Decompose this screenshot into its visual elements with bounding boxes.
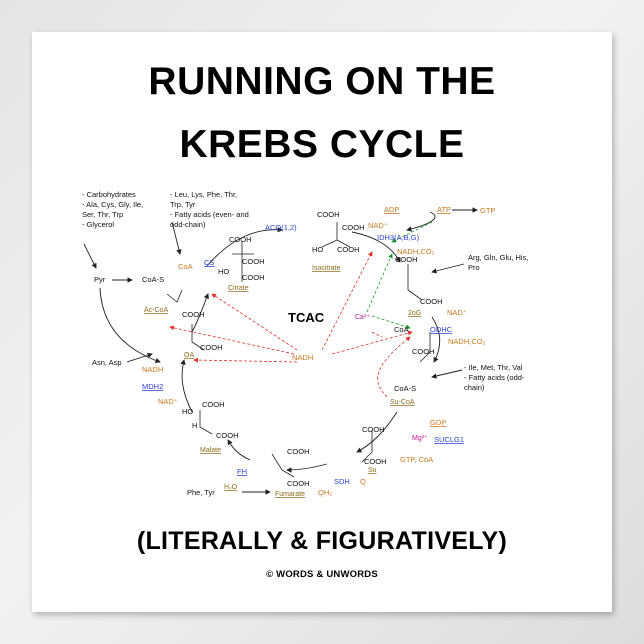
input-carbs-line-1: - Carbohydrates: [82, 190, 136, 199]
chem-cooh-isocitrate-3: COOH: [337, 245, 360, 254]
chem-cooh-sucoa: COOH: [412, 347, 435, 356]
cofactor-adp: ADP: [384, 205, 399, 214]
input-phe-tyr: Phe, Tyr: [187, 488, 215, 497]
arrow-oa-citrate: [191, 293, 209, 333]
cofactor-h2o: H₂O: [224, 484, 238, 491]
input-ile-line-3: chain): [464, 383, 485, 392]
cofactor-calcium: Ca²⁺: [355, 314, 370, 321]
cofactor-nad-idh: NAD⁺: [368, 221, 388, 230]
chem-cooh-su-1: COOH: [362, 425, 385, 434]
input-amino-line-1: - Leu, Lys, Phe, Thr,: [170, 190, 237, 199]
chem-ho-malate: HO: [182, 407, 193, 416]
cofactor-nadh-center: NADH: [292, 353, 313, 362]
chem-cooh-fumarate-2: COOH: [287, 479, 310, 488]
chem-h-malate: H: [192, 421, 197, 430]
enzyme-fh: FH: [237, 467, 247, 476]
metabolite-succinate: Su: [368, 467, 377, 474]
chem-cooh-malate-1: COOH: [202, 400, 225, 409]
chem-cooh-citrate-3: COOH: [242, 273, 265, 282]
cycle-arrows: [83, 207, 478, 495]
chem-cooh-malate-2: COOH: [216, 431, 239, 440]
arrow-sucoa-su: [356, 411, 398, 453]
cofactor-nad-odhc: NAD⁺: [447, 308, 467, 317]
krebs-cycle-diagram: - Carbohydrates - Ala, Cys, Gly, Ile, Se…: [82, 190, 528, 498]
copyright-credit: © WORDS & UNWORDS: [266, 569, 378, 580]
cofactor-coa-odhc: CoA: [394, 325, 409, 334]
metabolite-isocitrate: Isocitrate: [312, 265, 341, 272]
input-amino-line-4: odd-chain): [170, 220, 206, 229]
metabolite-acetyl-coa: Ac-CoA: [144, 307, 168, 314]
cofactor-qh2: QH₂: [318, 488, 332, 497]
calcium-activation-arrows: [366, 221, 433, 330]
chem-cooh-citrate-1: COOH: [229, 235, 252, 244]
poster-subtitle: (LITERALLY & FIGURATIVELY): [136, 527, 508, 555]
input-asn-asp: Asn, Asp: [92, 358, 122, 367]
cofactor-gtp-top: GTP: [480, 206, 495, 215]
cofactor-q: Q: [360, 477, 366, 486]
cofactor-gtp-coa: GTP, CoA: [400, 455, 433, 464]
cofactor-coa-cs: CoA: [178, 262, 193, 271]
chem-cooh-oa-2: COOH: [200, 343, 223, 352]
arrow-2og-sucoa: [431, 316, 441, 363]
enzyme-mdh2: MDH2: [142, 382, 163, 391]
chem-ho-isocitrate: HO: [312, 245, 323, 254]
chem-coas-sucoa: CoA-S: [394, 384, 416, 393]
metabolite-malate: Malate: [200, 447, 221, 454]
enzyme-idh: IDH3(A,B,G): [377, 233, 420, 242]
cofactor-mg: Mg²⁺: [412, 435, 428, 442]
input-arg-line-1: Arg, Gln, Glu, His,: [468, 253, 528, 262]
nadh-inhibition-arrows: [169, 251, 413, 398]
input-arg-line-2: Pro: [468, 263, 480, 272]
arrow-citrate-isocitrate: [206, 226, 283, 267]
cofactor-nadh-co2-idh: NADH,CO₂: [397, 247, 435, 256]
arrow-malate-oa: [180, 359, 193, 413]
chem-cooh-su-2: COOH: [364, 457, 387, 466]
cofactor-nadh-co2-odhc: NADH,CO₂: [448, 337, 486, 346]
cofactor-gdp: GDP: [430, 418, 446, 427]
input-amino-group: - Leu, Lys, Phe, Thr, Trp, Tyr - Fatty a…: [170, 190, 249, 229]
chem-coas-acetyl: CoA-S: [142, 275, 164, 284]
input-carbs-group: - Carbohydrates - Ala, Cys, Gly, Ile, Se…: [82, 190, 143, 229]
arrow-fumarate-malate: [227, 439, 251, 461]
chem-cooh-2og-2: COOH: [420, 297, 443, 306]
metabolite-fumarate: Fumarate: [275, 491, 305, 498]
metabolite-succinyl-coa: Su-CoA: [390, 399, 415, 406]
cofactor-atp: ATP: [437, 205, 451, 214]
enzyme-cs: CS: [204, 258, 214, 267]
input-ile-line-2: - Fatty acids (odd-: [464, 373, 525, 382]
metabolite-citrate: Citrate: [228, 285, 249, 292]
metabolite-pyr: Pyr: [94, 275, 106, 284]
chem-cooh-isocitrate-1: COOH: [317, 210, 340, 219]
input-carbs-line-2: - Ala, Cys, Gly, Ile,: [82, 200, 143, 209]
metabolite-2og: 2oG: [408, 310, 421, 317]
poster-title-line-1: RUNNING ON THE: [148, 60, 496, 103]
enzyme-sdh: SDH: [334, 477, 350, 486]
input-carbs-line-3: Ser, Thr, Trp: [82, 210, 123, 219]
chem-cooh-2og-1: COOH: [395, 255, 418, 264]
input-ile-line-1: - Ile, Met, Thr, Val: [464, 363, 523, 372]
enzyme-aco: ACO(1,2): [265, 223, 297, 232]
chem-ho-citrate: HO: [218, 267, 229, 276]
input-carbs-line-4: - Glycerol: [82, 220, 114, 229]
poster: RUNNING ON THE KREBS CYCLE: [32, 32, 612, 612]
poster-title-line-2: KREBS CYCLE: [179, 123, 465, 166]
cycle-center-label: TCAC: [288, 310, 325, 325]
input-amino-line-2: Trp, Tyr: [170, 200, 196, 209]
molecule-bonds: [166, 222, 431, 478]
arrow-su-fumarate: [286, 463, 328, 473]
input-amino-line-3: - Fatty acids (even- and: [170, 210, 249, 219]
chem-cooh-citrate-2: COOH: [242, 257, 265, 266]
chem-cooh-fumarate-1: COOH: [287, 447, 310, 456]
metabolite-oxaloacetate: OA: [184, 352, 194, 359]
chem-cooh-oa-1: COOH: [182, 310, 205, 319]
arrow-isocitrate-2og: [351, 231, 401, 263]
cofactor-nadh-mdh: NADH: [142, 365, 163, 374]
enzyme-odhc: ODHC: [430, 325, 453, 334]
cofactor-nad-mdh: NAD⁺: [158, 397, 178, 406]
chem-cooh-isocitrate-2: COOH: [342, 223, 365, 232]
enzyme-suclg1: SUCLG1: [434, 435, 464, 444]
